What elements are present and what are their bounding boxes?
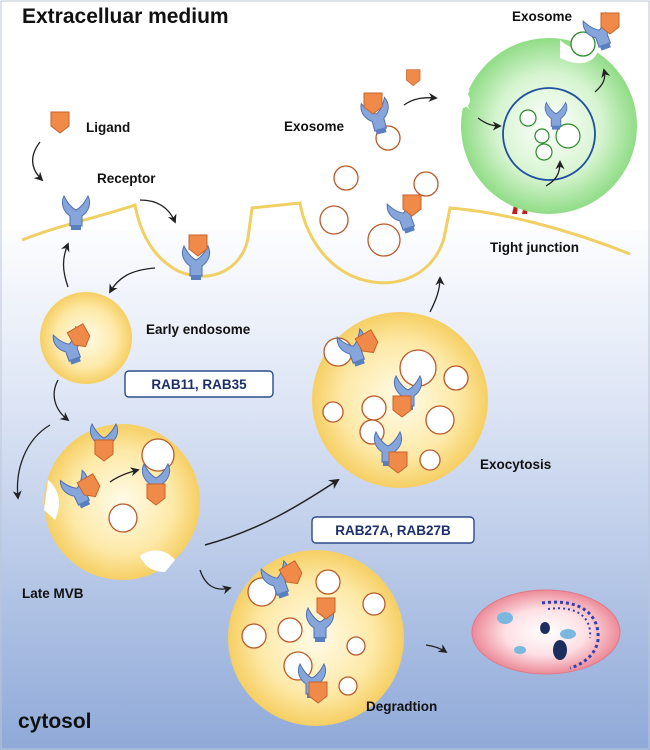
- ligand-arrow: [32, 141, 44, 182]
- released-exosome: [570, 31, 596, 57]
- tight-junction-label: Tight junction: [490, 240, 579, 255]
- cytosol-title: cytosol: [18, 710, 92, 733]
- ilv-vesicle: [361, 395, 387, 421]
- lysosome-degraded-chain: [541, 600, 600, 670]
- ilv-vesicle: [338, 676, 358, 696]
- exosome-release-arrow: [403, 92, 438, 106]
- binding-arrow: [139, 199, 177, 224]
- endocytosis-arrow: [109, 267, 156, 294]
- ligand-label: Ligand: [86, 120, 130, 135]
- ilv-vesicle: [108, 503, 138, 533]
- lysosome-degraded-chain: [547, 607, 592, 639]
- lysosome-debris: [553, 640, 567, 660]
- junction-transfer-arrow: [545, 160, 565, 187]
- fusion-arrow: [429, 276, 445, 313]
- receptor-label: Receptor: [97, 171, 156, 186]
- exocytosis-label: Exocytosis: [480, 457, 551, 472]
- extracellular-title: Extracelluar medium: [22, 5, 229, 28]
- intraluminal-vesicle: [555, 123, 581, 149]
- ilv-vesicle: [362, 592, 386, 616]
- late-mvb: [44, 424, 200, 580]
- exosome-vesicle: [367, 223, 401, 257]
- mvb-budding-bottom: [140, 550, 175, 572]
- rab11-box: [124, 370, 274, 398]
- ilv-vesicle: [277, 617, 303, 643]
- lysosome-debris: [514, 646, 526, 654]
- ilv-vesicle: [315, 569, 341, 595]
- exosome-top-label: Exosome: [512, 9, 573, 24]
- degradation-label: Degradtion: [366, 699, 437, 714]
- rab11-label: RAB11, RAB35: [151, 377, 247, 392]
- uptake-pit: [454, 92, 470, 108]
- recipient-nucleus: [502, 87, 596, 181]
- ilv-vesicle: [346, 636, 366, 656]
- intraluminal-vesicle: [534, 128, 550, 144]
- ilv-vesicle: [241, 623, 267, 649]
- mvb-side-arrow: [12, 424, 51, 500]
- plasma-membrane: [21, 201, 631, 285]
- ilv-vesicle: [322, 401, 344, 423]
- lysosome-arrow: [425, 644, 448, 654]
- maturation-arrow: [53, 379, 70, 422]
- ilv-vesicle: [419, 449, 441, 471]
- re-release-arrow: [594, 68, 611, 93]
- exosome-vesicle: [413, 171, 439, 197]
- exosome-mid-label: Exosome: [284, 119, 345, 134]
- exosome-vesicle: [333, 165, 359, 191]
- uptake-arrow: [477, 117, 502, 131]
- lysosome-debris: [560, 629, 576, 639]
- intraluminal-vesicle: [535, 143, 553, 161]
- intraluminal-vesicle: [519, 109, 537, 127]
- exocytosis-path-arrow: [204, 478, 340, 546]
- ilv-vesicle: [443, 365, 469, 391]
- ilv-vesicle: [425, 405, 455, 435]
- recipient-cell: [461, 38, 637, 214]
- rab27-box: [311, 516, 475, 544]
- lysosome-debris: [497, 612, 513, 624]
- ilv-formation-arrow: [109, 467, 140, 483]
- late-mvb-label: Late MVB: [22, 586, 84, 601]
- exosome-vesicle: [319, 205, 349, 235]
- ilv-vesicle: [141, 438, 175, 472]
- lysosome-debris: [540, 622, 550, 634]
- rab27-label: RAB27A, RAB27B: [335, 523, 451, 538]
- mvb-budding-left: [44, 480, 60, 520]
- degradation-path-arrow: [199, 569, 232, 595]
- recycling-arrow: [60, 242, 70, 288]
- early-endosome-label: Early endosome: [146, 322, 251, 337]
